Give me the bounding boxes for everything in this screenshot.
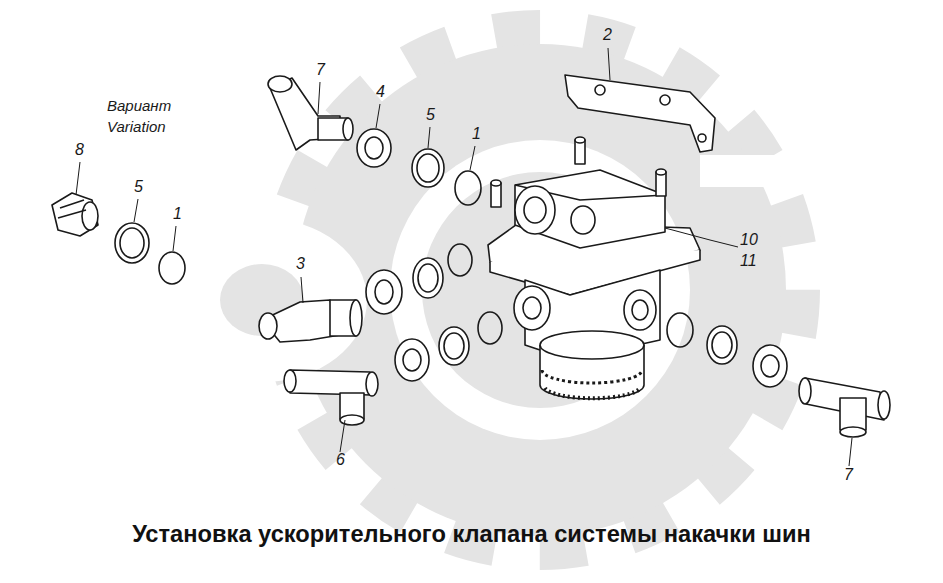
variant-note: Variation [107, 119, 166, 134]
callout-number: 10 [740, 232, 758, 248]
gear-watermark [150, 28, 900, 552]
callout-number: 1 [173, 206, 182, 222]
caption: Установка ускорительного клапана системы… [0, 521, 943, 548]
callout-number: 1 [472, 126, 481, 142]
callout-number: 2 [603, 27, 612, 43]
callout-number: 7 [316, 62, 325, 78]
variant-note: Вариант [107, 98, 171, 113]
callout-number: 4 [376, 84, 385, 100]
parts [52, 75, 890, 437]
callout-number: 5 [134, 179, 143, 195]
callout-number: 5 [426, 107, 435, 123]
callout-number: 11 [740, 253, 757, 269]
callout-number: 8 [75, 142, 84, 158]
callout-number: 7 [844, 467, 853, 483]
callout-number: 3 [296, 256, 305, 272]
leader-lines [76, 48, 852, 466]
callout-number: 6 [336, 452, 345, 468]
